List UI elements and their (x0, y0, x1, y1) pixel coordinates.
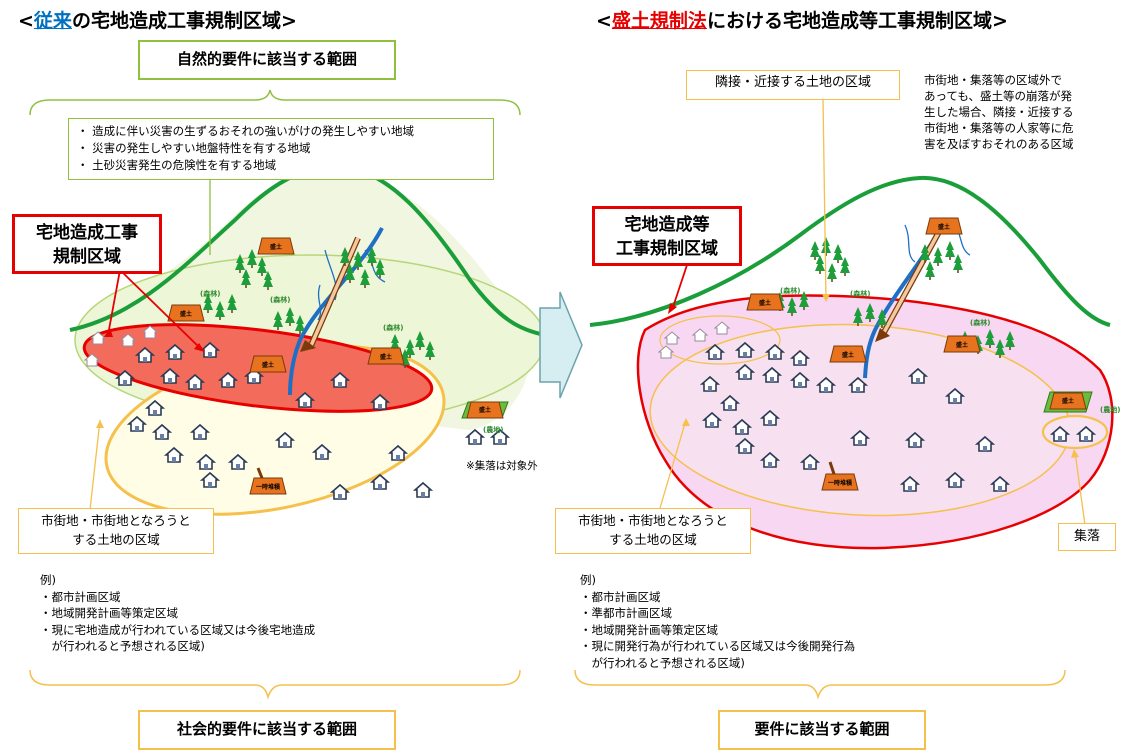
natural-requirement-box: 自然的要件に該当する範囲 (138, 40, 396, 80)
forest-label: (森林) (383, 323, 403, 332)
fill-label: 盛土 (262, 361, 274, 369)
social-requirement-box: 社会的要件に該当する範囲 (138, 710, 396, 750)
social-brace (29, 669, 521, 700)
left-examples: 例) ・都市計画区域 ・地域開発計画等策定区域 ・現に宅地造成が行われている区域… (40, 573, 316, 653)
left-urban-box: 市街地・市街地となろうと する土地の区域 (18, 508, 214, 554)
right-title: <盛土規制法における宅地造成等工事規制区域> (596, 10, 1008, 32)
requirement-brace (574, 669, 1066, 700)
right-river (863, 236, 937, 379)
natural-criteria-box: ・ 造成に伴い災害の生ずるおそれの強いがけの発生しやすい地域 ・ 災害の発生しや… (68, 118, 494, 180)
forest-label: (森林) (850, 289, 870, 298)
right-examples: 例) ・都市計画区域 ・準都市計画区域 ・地域開発計画等策定区域 ・現に開発行為… (580, 573, 856, 670)
forest-label: (森林) (970, 318, 990, 327)
forest-label: (森林) (780, 286, 800, 295)
criteria-item: ・ 災害の発生しやすい地盤特性を有する地域 (77, 141, 311, 155)
fill-label: 盛土 (380, 353, 392, 361)
village-area (1041, 414, 1109, 450)
forest-label: (森林) (270, 295, 290, 304)
fill-label: 盛土 (938, 223, 950, 231)
temporary-pile-label: 一時堆積 (256, 483, 281, 491)
natural-brace (29, 89, 521, 116)
left-river (288, 227, 384, 396)
criteria-item: ・ 造成に伴い災害の生ずるおそれの強いがけの発生しやすい地域 (77, 124, 415, 138)
fill-label: 盛土 (759, 299, 771, 307)
fill-label: 盛土 (842, 351, 854, 359)
right-zone-label: 宅地造成等 工事規制区域 (592, 206, 742, 266)
village-excluded-note: ※集落は対象外 (466, 460, 538, 472)
village-box: 集落 (1058, 523, 1116, 551)
adjacent-description: 市街地・集落等の区域外で あっても、盛土等の崩落が発 生した場合、隣接・近接する… (924, 73, 1074, 151)
right-urban-box: 市街地・市街地となろうと する土地の区域 (555, 508, 751, 554)
fill-label: 盛土 (270, 243, 282, 251)
requirement-box: 要件に該当する範囲 (718, 710, 926, 750)
fill-label: 盛土 (956, 341, 968, 349)
fill-label: 盛土 (180, 310, 192, 318)
criteria-item: ・ 土砂災害発生の危険性を有する地域 (77, 158, 277, 172)
right-mountain (589, 175, 1111, 327)
forest-label: (森林) (200, 289, 220, 298)
left-title-highlight: 従来 (33, 10, 72, 32)
farmland-label: (農地) (1100, 406, 1121, 414)
farmland-label: (農地) (483, 426, 504, 434)
fill-label: 盛土 (479, 406, 491, 414)
adjacent-area-box: 隣接・近接する土地の区域 (686, 70, 900, 100)
temporary-pile-label: 一時堆積 (828, 479, 853, 487)
left-zone-label: 宅地造成工事 規制区域 (12, 214, 162, 274)
transition-arrow (539, 291, 583, 399)
left-title: <従来の宅地造成工事規制区域> (18, 10, 297, 32)
right-title-highlight: 盛土規制法 (611, 10, 707, 32)
fill-label: 盛土 (1062, 397, 1074, 405)
